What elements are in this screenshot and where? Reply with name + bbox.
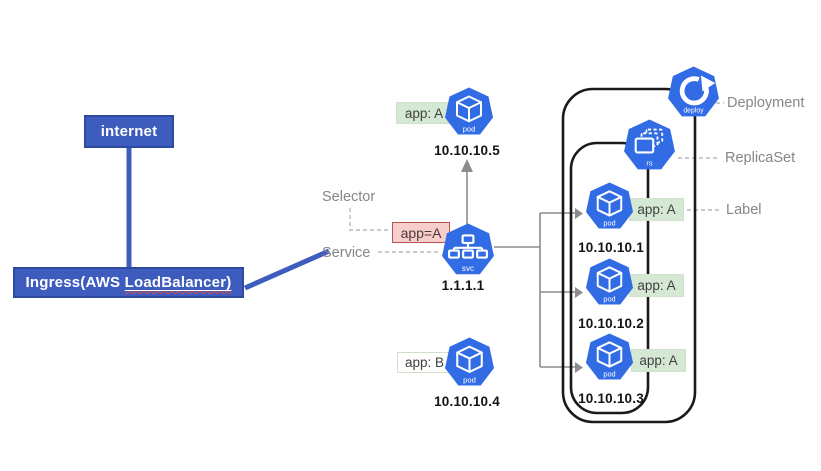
svg-text:svc: svc [462,264,474,273]
deployment-annotation: Deployment [727,95,805,111]
service-annotation: Service [322,245,371,261]
pod4-label-badge: app: B [397,352,452,373]
label-annotation: Label [726,202,762,218]
replicaset-annotation: ReplicaSet [725,150,796,166]
svg-text:pod: pod [603,295,615,304]
ingress-label: Ingress(AWS LoadBalancer) [25,274,232,291]
internet-label: internet [100,123,158,140]
svg-text:pod: pod [463,375,476,384]
svg-text:rs: rs [646,159,652,168]
svg-text:pod: pod [603,370,615,379]
internet-node: internet [84,115,174,148]
pod5-icon: pod [444,87,494,137]
svg-text:pod: pod [603,219,615,228]
pod4-ip: 10.10.10.4 [434,394,500,409]
replica-pod-1-icon: pod [585,182,634,231]
replica-pod-3-icon: pod [585,333,634,382]
service-to-pod5-arrow [461,159,473,224]
replica-pod-2-ip: 10.10.10.2 [578,316,644,331]
ingress-to-service-line [243,248,331,291]
replica-pod-2-icon: pod [585,258,634,307]
replica-pod-3-label-badge: app: A [631,349,686,372]
replica-pod-1-label-badge: app: A [629,198,684,221]
selector-dashed-link [349,208,391,231]
ingress-misspelled-word: LoadBalancer) [124,274,232,291]
svg-text:pod: pod [463,125,476,134]
replica-pod-3-ip: 10.10.10.3 [578,391,644,406]
deployment-icon: deploy [667,66,720,119]
svg-text:deploy: deploy [683,108,704,115]
service-ip: 1.1.1.1 [441,278,485,293]
service-to-replicas-arrows [494,208,583,373]
deployment-group-outline [561,87,697,424]
pod5-ip: 10.10.10.5 [434,143,500,158]
replica-pod-2-label-badge: app: A [629,274,684,297]
service-icon: svc [441,223,495,277]
replica-pod-1-ip: 10.10.10.1 [578,240,644,255]
selector-badge: app=A [392,222,450,243]
pod4-icon: pod [444,337,495,388]
replicaset-icon: rs [623,119,676,172]
ingress-node: Ingress(AWS LoadBalancer) [13,267,244,298]
selector-annotation: Selector [322,189,376,205]
